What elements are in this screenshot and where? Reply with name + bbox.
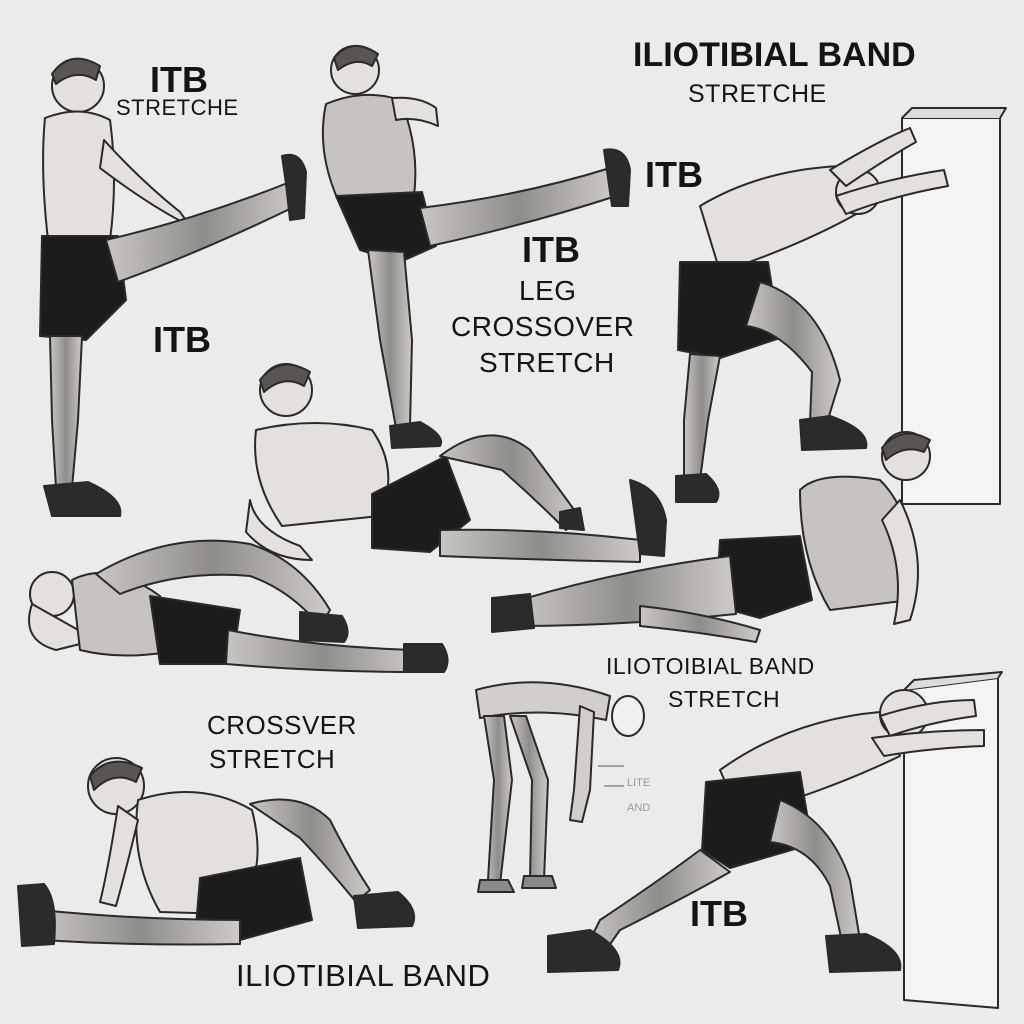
label-leg-crossover-line2: CROSSOVER bbox=[451, 311, 635, 342]
label-leg-crossover-line1: LEG bbox=[519, 275, 577, 306]
label-itb-bottom-right: ITB bbox=[690, 893, 748, 934]
leader-lines bbox=[598, 765, 624, 787]
figure-seated-twist bbox=[245, 363, 667, 563]
label-itb-center: ITB bbox=[522, 229, 580, 270]
label-crossover-line1: CROSSVER bbox=[207, 710, 357, 740]
label-iliotoibial-line2: STRETCH bbox=[668, 686, 781, 712]
figure-wall-stretch-upper bbox=[675, 107, 1007, 505]
figure-standing-kick bbox=[321, 45, 631, 449]
label-bottom: ILIOTIBIAL BAND bbox=[236, 958, 491, 993]
figure-standing-leg-raise bbox=[39, 57, 307, 517]
page-title: ILIOTIBIAL BAND bbox=[633, 36, 916, 74]
label-faint-line1: LITE bbox=[627, 777, 651, 789]
figure-side-lying bbox=[28, 539, 449, 673]
label-itb-left: ITB bbox=[153, 319, 211, 360]
figure-wall-lunge bbox=[547, 671, 1003, 1009]
figure-skeleton-forward-bend bbox=[475, 681, 645, 893]
label-stretch-top-left: STRETCHE bbox=[116, 95, 239, 120]
label-faint-line2: AND bbox=[627, 802, 651, 814]
label-leg-crossover-line3: STRETCH bbox=[479, 347, 615, 378]
label-crossover-line2: STRETCH bbox=[209, 744, 336, 774]
label-iliotoibial-line1: ILIOTOIBIAL BAND bbox=[606, 653, 815, 679]
page-subtitle: STRETCHE bbox=[688, 80, 827, 108]
figure-seated-crossleg bbox=[17, 757, 416, 947]
label-itb-top-center: ITB bbox=[645, 154, 703, 195]
figure-side-lying-propped bbox=[491, 431, 931, 643]
label-itb-top-left: ITB bbox=[150, 59, 208, 100]
